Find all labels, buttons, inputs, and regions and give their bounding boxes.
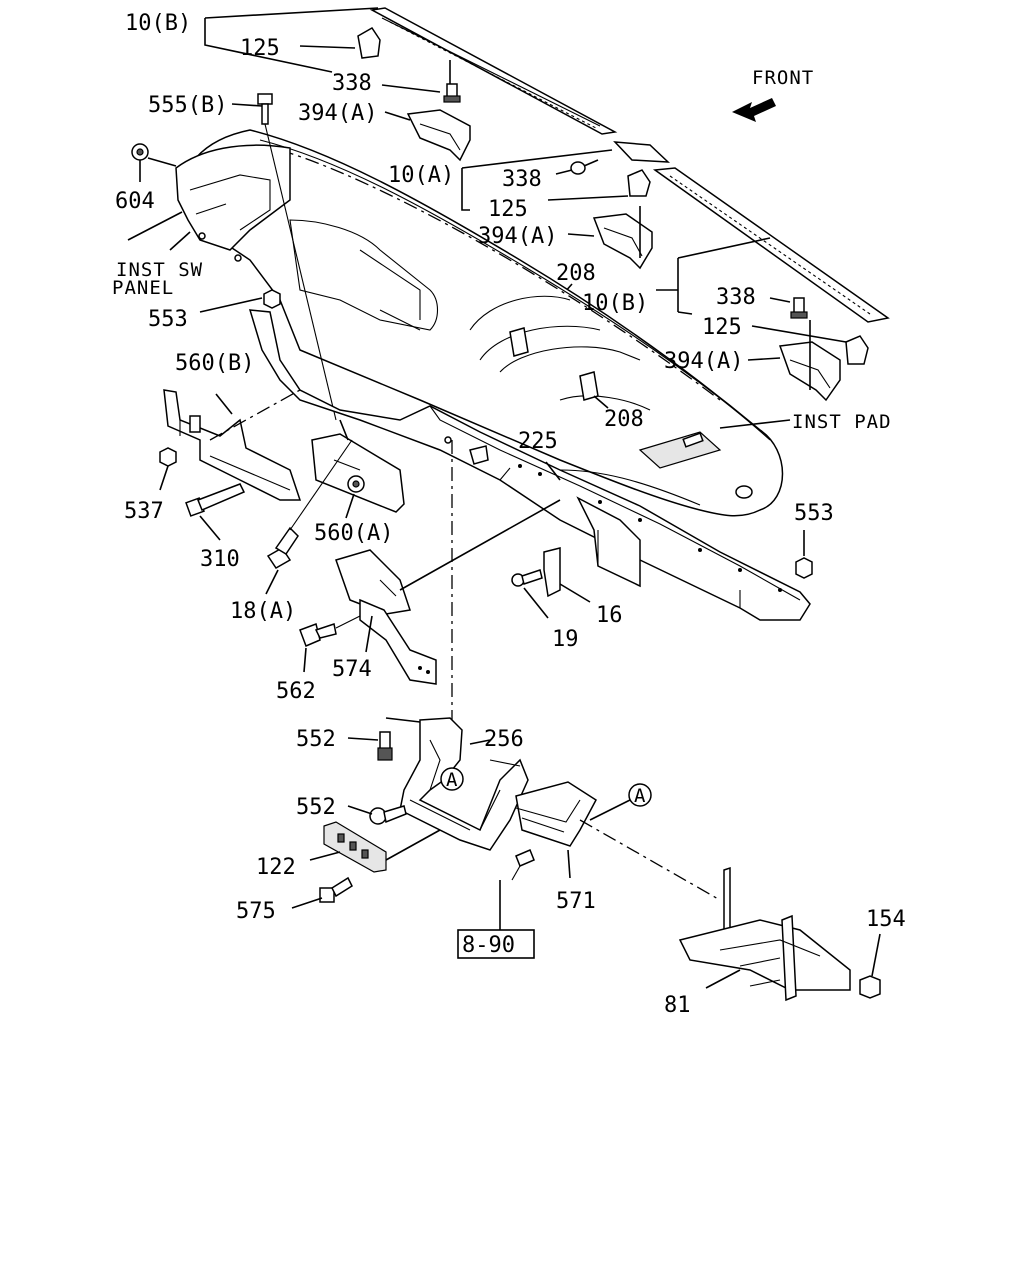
defroster-strip-right xyxy=(613,141,890,323)
label-338-mid: 338 xyxy=(502,167,542,192)
label-125-top: 125 xyxy=(240,36,280,61)
label-552-top: 552 xyxy=(296,727,336,752)
bracket-394a-top xyxy=(406,109,471,162)
label-208-bot: 208 xyxy=(604,407,644,432)
label-537: 537 xyxy=(124,499,164,524)
clip-208-bot xyxy=(579,371,609,409)
label-256: 256 xyxy=(484,727,524,752)
bolt-562 xyxy=(299,615,361,673)
label-154: 154 xyxy=(866,907,906,932)
label-560b: 560(B) xyxy=(175,351,254,376)
clip-125-right xyxy=(845,335,869,365)
screw-338-mid xyxy=(570,159,599,175)
defroster-strip-left xyxy=(369,7,618,135)
bracket-394a-mid xyxy=(592,213,653,270)
bracket-256 xyxy=(385,717,529,851)
label-553-right: 553 xyxy=(794,501,834,526)
screw-338-right xyxy=(790,297,808,319)
clip-125-top xyxy=(357,27,381,59)
label-560a: 560(A) xyxy=(314,521,393,546)
screw-552-mid xyxy=(347,805,407,825)
label-555b: 555(B) xyxy=(148,93,227,118)
label-19: 19 xyxy=(552,627,579,652)
label-394a-top: 394(A) xyxy=(298,101,377,126)
bolt-310 xyxy=(185,483,246,541)
label-circle-a-1: A xyxy=(446,769,458,791)
inst-sw-panel xyxy=(127,144,291,262)
label-310: 310 xyxy=(200,547,240,572)
label-208-top: 208 xyxy=(556,261,596,286)
switch-122 xyxy=(309,821,441,873)
label-338-right: 338 xyxy=(716,285,756,310)
bracket-560b xyxy=(163,389,302,501)
label-125-right: 125 xyxy=(702,315,742,340)
label-604: 604 xyxy=(115,189,155,214)
bolt-555b xyxy=(257,93,337,421)
reference-box xyxy=(457,929,535,959)
screw-19 xyxy=(511,569,549,619)
label-553-left: 553 xyxy=(148,307,188,332)
label-inst-pad: INST PAD xyxy=(792,411,892,433)
bracket-81 xyxy=(678,866,851,1002)
label-18a: 18(A) xyxy=(230,599,296,624)
label-10a: 10(A) xyxy=(388,163,454,188)
label-16: 16 xyxy=(596,603,623,628)
label-394a-right: 394(A) xyxy=(664,349,743,374)
label-10b-top: 10(B) xyxy=(125,11,191,36)
screw-552-top xyxy=(347,731,393,761)
callout-labels: 10(B) 125 338 555(B) 394(A) FRONT 604 10… xyxy=(112,11,906,1018)
label-panel: PANEL xyxy=(112,277,174,299)
nut-553-right xyxy=(795,530,813,579)
bolt-18a xyxy=(265,439,353,595)
label-81: 81 xyxy=(664,993,691,1018)
label-122: 122 xyxy=(256,855,296,880)
bracket-560a xyxy=(311,419,405,519)
cross-member-225 xyxy=(248,309,811,621)
label-338-top: 338 xyxy=(332,71,372,96)
clip-208-top xyxy=(509,327,529,357)
front-arrow-icon xyxy=(732,98,776,122)
label-125-mid: 125 xyxy=(488,197,528,222)
label-circle-a-2: A xyxy=(634,785,646,807)
label-ref-8-90: 8-90 xyxy=(462,933,515,958)
pocket-571 xyxy=(499,781,721,930)
label-574: 574 xyxy=(332,657,372,682)
label-225: 225 xyxy=(518,429,558,454)
label-front: FRONT xyxy=(752,67,814,89)
label-10b-right: 10(B) xyxy=(582,291,648,316)
screw-338-top xyxy=(443,83,461,103)
nut-537 xyxy=(159,447,177,491)
clip-125-mid xyxy=(627,169,651,197)
clip-604 xyxy=(131,143,149,161)
bracket-574 xyxy=(335,499,561,685)
bracket-16 xyxy=(543,547,591,603)
label-571: 571 xyxy=(556,889,596,914)
instrument-panel-pad xyxy=(179,129,784,517)
label-575: 575 xyxy=(236,899,276,924)
nut-154 xyxy=(859,933,881,999)
bolt-575 xyxy=(291,876,353,909)
label-inst-sw: INST SW xyxy=(116,259,203,281)
nut-553-left xyxy=(199,289,281,313)
label-552-mid: 552 xyxy=(296,795,336,820)
label-394a-mid: 394(A) xyxy=(478,224,557,249)
label-562: 562 xyxy=(276,679,316,704)
inst-pad-leader xyxy=(719,419,791,429)
